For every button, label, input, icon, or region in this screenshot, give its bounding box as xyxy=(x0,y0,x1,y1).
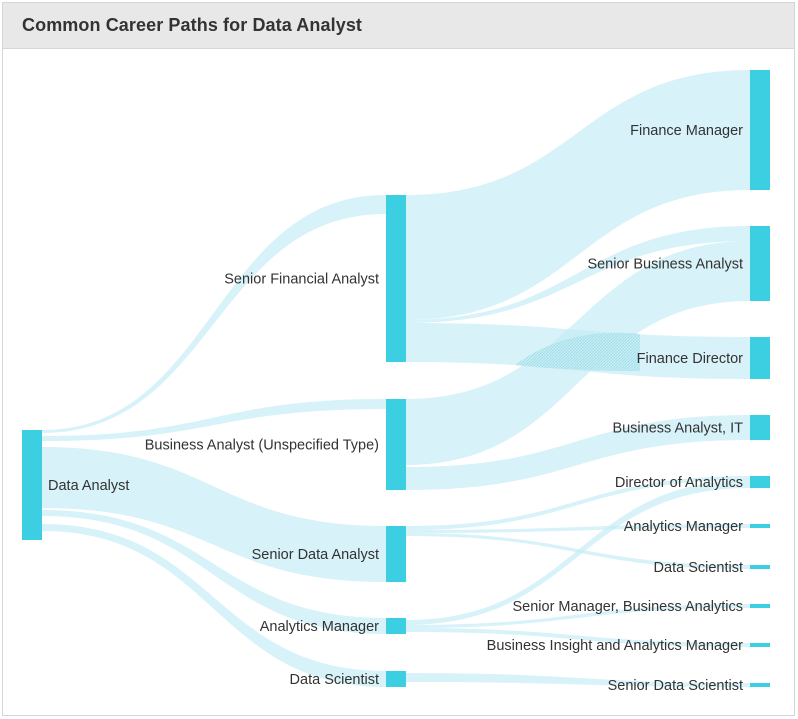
link-data-analyst-to-senior-financial-analyst[interactable] xyxy=(42,195,386,433)
node-label-finance-director: Finance Director xyxy=(637,351,744,367)
node-label-senior-business-analyst: Senior Business Analyst xyxy=(587,257,743,273)
node-business-analyst-unspecified[interactable] xyxy=(386,399,406,490)
link-data-analyst-to-senior-data-analyst[interactable] xyxy=(42,447,386,582)
link-data-analyst-to-data-scientist-mid[interactable] xyxy=(42,524,386,687)
node-data-analyst[interactable] xyxy=(22,430,42,540)
node-business-insight-analytics-manager[interactable] xyxy=(750,643,770,647)
node-label-analytics-manager-end: Analytics Manager xyxy=(624,519,743,535)
node-label-analytics-manager-mid: Analytics Manager xyxy=(260,619,379,635)
node-business-analyst-it[interactable] xyxy=(750,415,770,440)
node-label-business-analyst-it: Business Analyst, IT xyxy=(612,421,743,437)
node-analytics-manager-mid[interactable] xyxy=(386,618,406,634)
link-analytics-manager-mid-to-senior-manager-business-analytics[interactable] xyxy=(406,604,750,628)
node-label-director-of-analytics: Director of Analytics xyxy=(615,475,743,491)
link-hover-highlight xyxy=(515,332,640,371)
link-senior-financial-analyst-to-finance-manager[interactable] xyxy=(406,70,750,320)
link-senior-financial-analyst-to-senior-business-analyst[interactable] xyxy=(406,226,750,323)
node-finance-manager[interactable] xyxy=(750,70,770,190)
link-analytics-manager-mid-to-business-insight-analytics-manager[interactable] xyxy=(406,628,750,647)
node-senior-data-scientist[interactable] xyxy=(750,683,770,687)
node-finance-director[interactable] xyxy=(750,337,770,379)
link-analytics-manager-mid-to-director-of-analytics[interactable] xyxy=(406,480,750,625)
node-data-scientist-end[interactable] xyxy=(750,565,770,569)
node-label-senior-manager-business-analytics: Senior Manager, Business Analytics xyxy=(512,599,743,615)
nodes-layer xyxy=(22,70,770,687)
node-senior-financial-analyst[interactable] xyxy=(386,195,406,362)
links-layer xyxy=(42,70,750,687)
node-label-data-analyst: Data Analyst xyxy=(48,478,129,494)
node-data-scientist-mid[interactable] xyxy=(386,671,406,687)
node-label-senior-data-scientist: Senior Data Scientist xyxy=(608,678,743,694)
node-label-data-scientist-mid: Data Scientist xyxy=(290,672,379,688)
node-senior-manager-business-analytics[interactable] xyxy=(750,604,770,608)
link-data-analyst-to-business-analyst-unspecified[interactable] xyxy=(42,399,386,441)
node-director-of-analytics[interactable] xyxy=(750,476,770,488)
link-data-scientist-mid-to-senior-data-scientist[interactable] xyxy=(406,673,750,687)
link-senior-data-analyst-to-analytics-manager-end[interactable] xyxy=(406,524,750,533)
node-senior-data-analyst[interactable] xyxy=(386,526,406,582)
node-label-data-scientist-end: Data Scientist xyxy=(654,560,743,576)
link-data-analyst-to-analytics-manager-mid[interactable] xyxy=(42,510,386,634)
card-header: Common Career Paths for Data Analyst xyxy=(3,3,794,49)
node-senior-business-analyst[interactable] xyxy=(750,226,770,301)
node-label-senior-financial-analyst: Senior Financial Analyst xyxy=(224,272,379,288)
link-business-analyst-unspecified-to-business-analyst-it[interactable] xyxy=(406,415,750,490)
node-label-finance-manager: Finance Manager xyxy=(630,123,743,139)
labels-layer: Data Analyst Senior Financial AnalystBusi… xyxy=(48,123,743,694)
node-label-business-insight-analytics-manager: Business Insight and Analytics Manager xyxy=(487,638,743,654)
node-label-senior-data-analyst: Senior Data Analyst xyxy=(252,547,379,563)
node-analytics-manager-end[interactable] xyxy=(750,524,770,528)
node-label-business-analyst-unspecified: Business Analyst (Unspecified Type) xyxy=(145,438,379,454)
card-title: Common Career Paths for Data Analyst xyxy=(22,15,363,35)
link-senior-data-analyst-to-director-of-analytics[interactable] xyxy=(406,476,750,530)
